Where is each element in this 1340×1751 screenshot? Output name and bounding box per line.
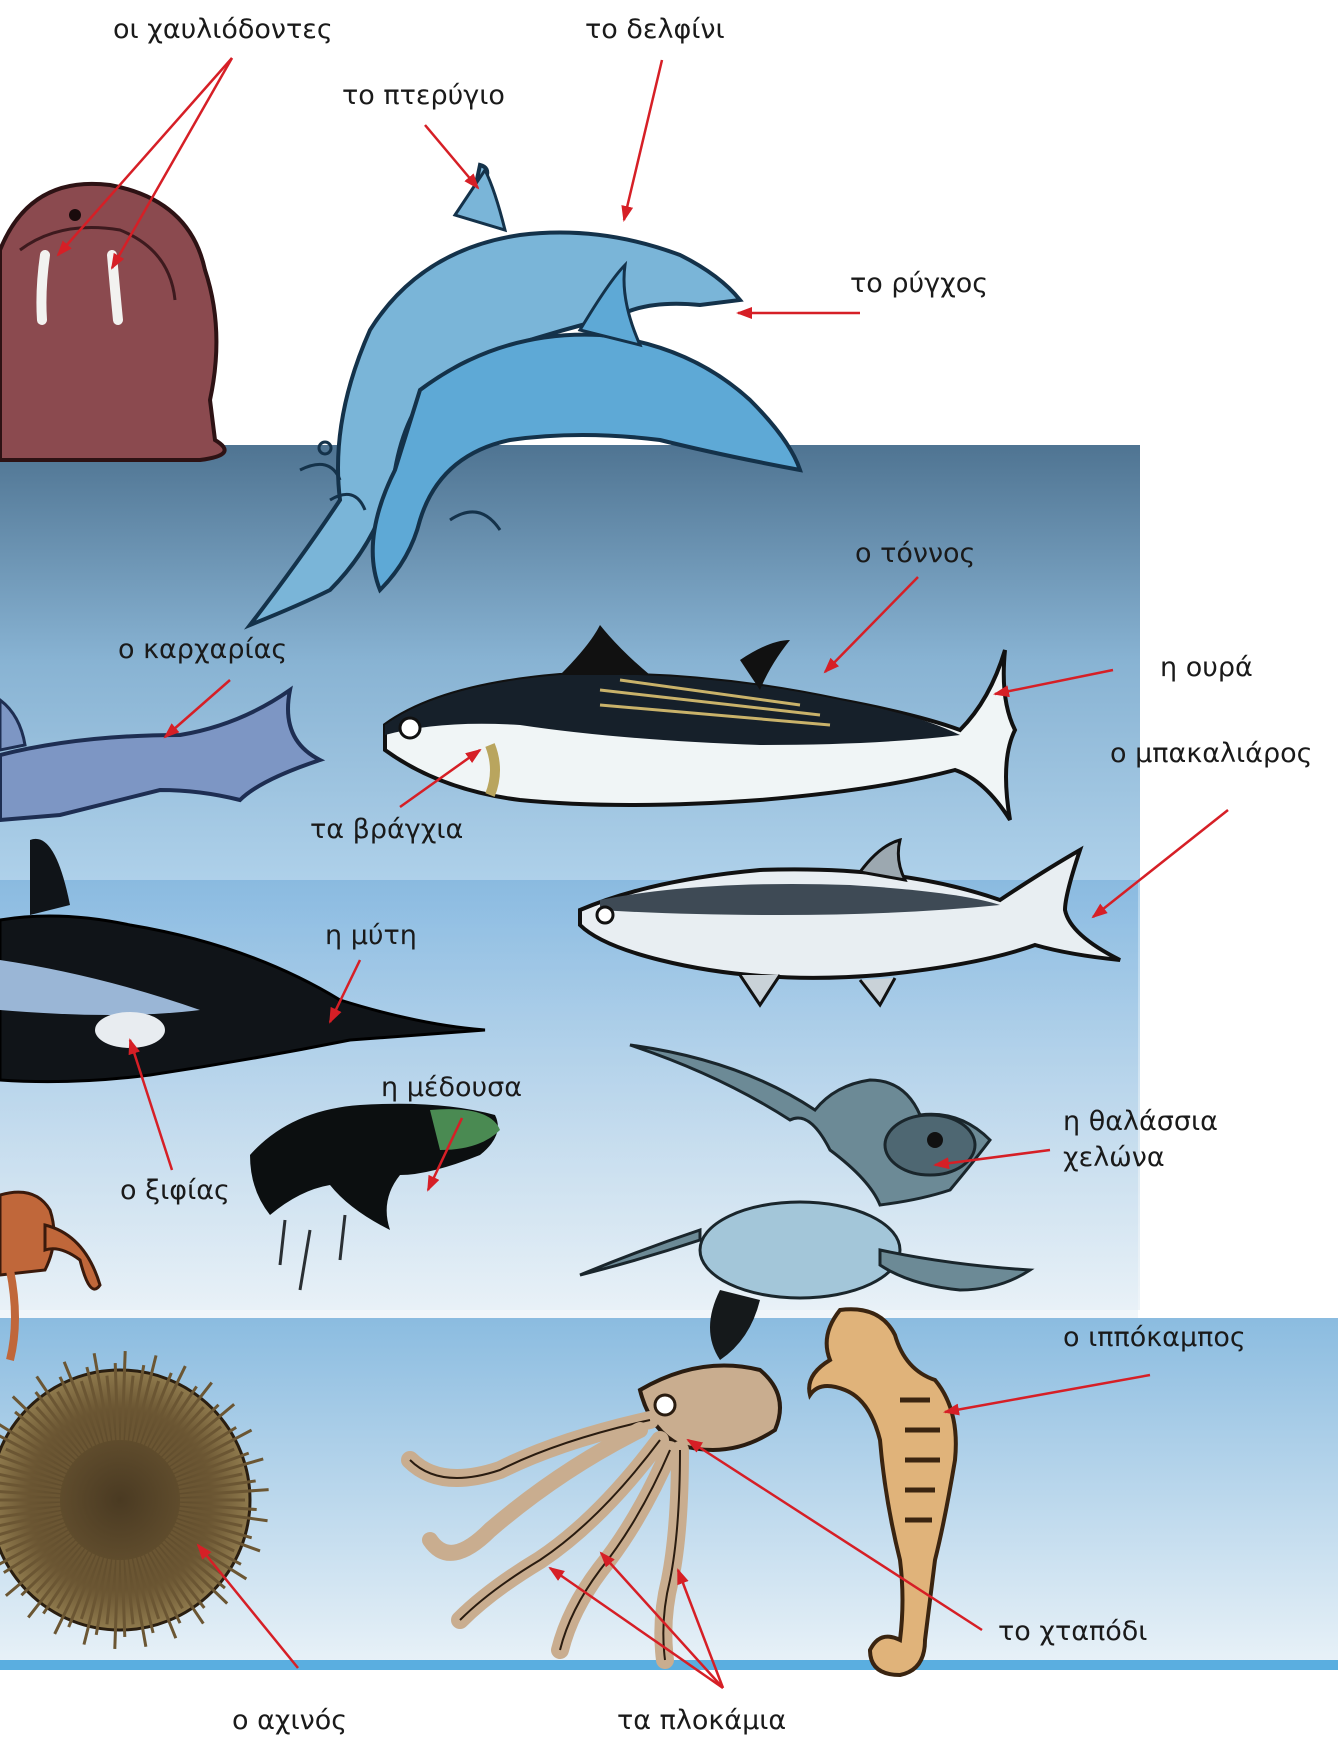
label-sword: η μύτη [325, 918, 417, 954]
label-octopus: το χταπόδι [998, 1614, 1147, 1650]
walrus-illustration [0, 184, 225, 460]
arrow-fin [425, 125, 478, 188]
label-swordfish: ο ξιφίας [120, 1173, 230, 1209]
label-dolphin: το δελφίνι [585, 12, 725, 48]
label-cod: ο μπακαλιάρος [1110, 736, 1312, 772]
label-urchin: ο αχινός [232, 1703, 347, 1739]
label-gills: τα βράγχια [310, 812, 463, 848]
label-seahorse: ο ιππόκαμπος [1063, 1320, 1246, 1356]
label-snout: το ρύγχος [850, 266, 988, 302]
label-tentacles: τα πλοκάμια [617, 1703, 786, 1739]
label-turtle: η θαλάσσια χελώνα [1063, 1104, 1218, 1176]
label-jellyfish: η μέδουσα [381, 1070, 522, 1106]
label-tail: η ουρά [1160, 650, 1253, 686]
label-shark: ο καρχαρίας [118, 632, 287, 668]
label-fin: το πτερύγιο [342, 78, 505, 114]
label-tusks: οι χαυλιόδοντες [113, 12, 333, 48]
label-tuna: ο τόννος [855, 536, 975, 572]
arrow-dolphin [624, 60, 662, 220]
